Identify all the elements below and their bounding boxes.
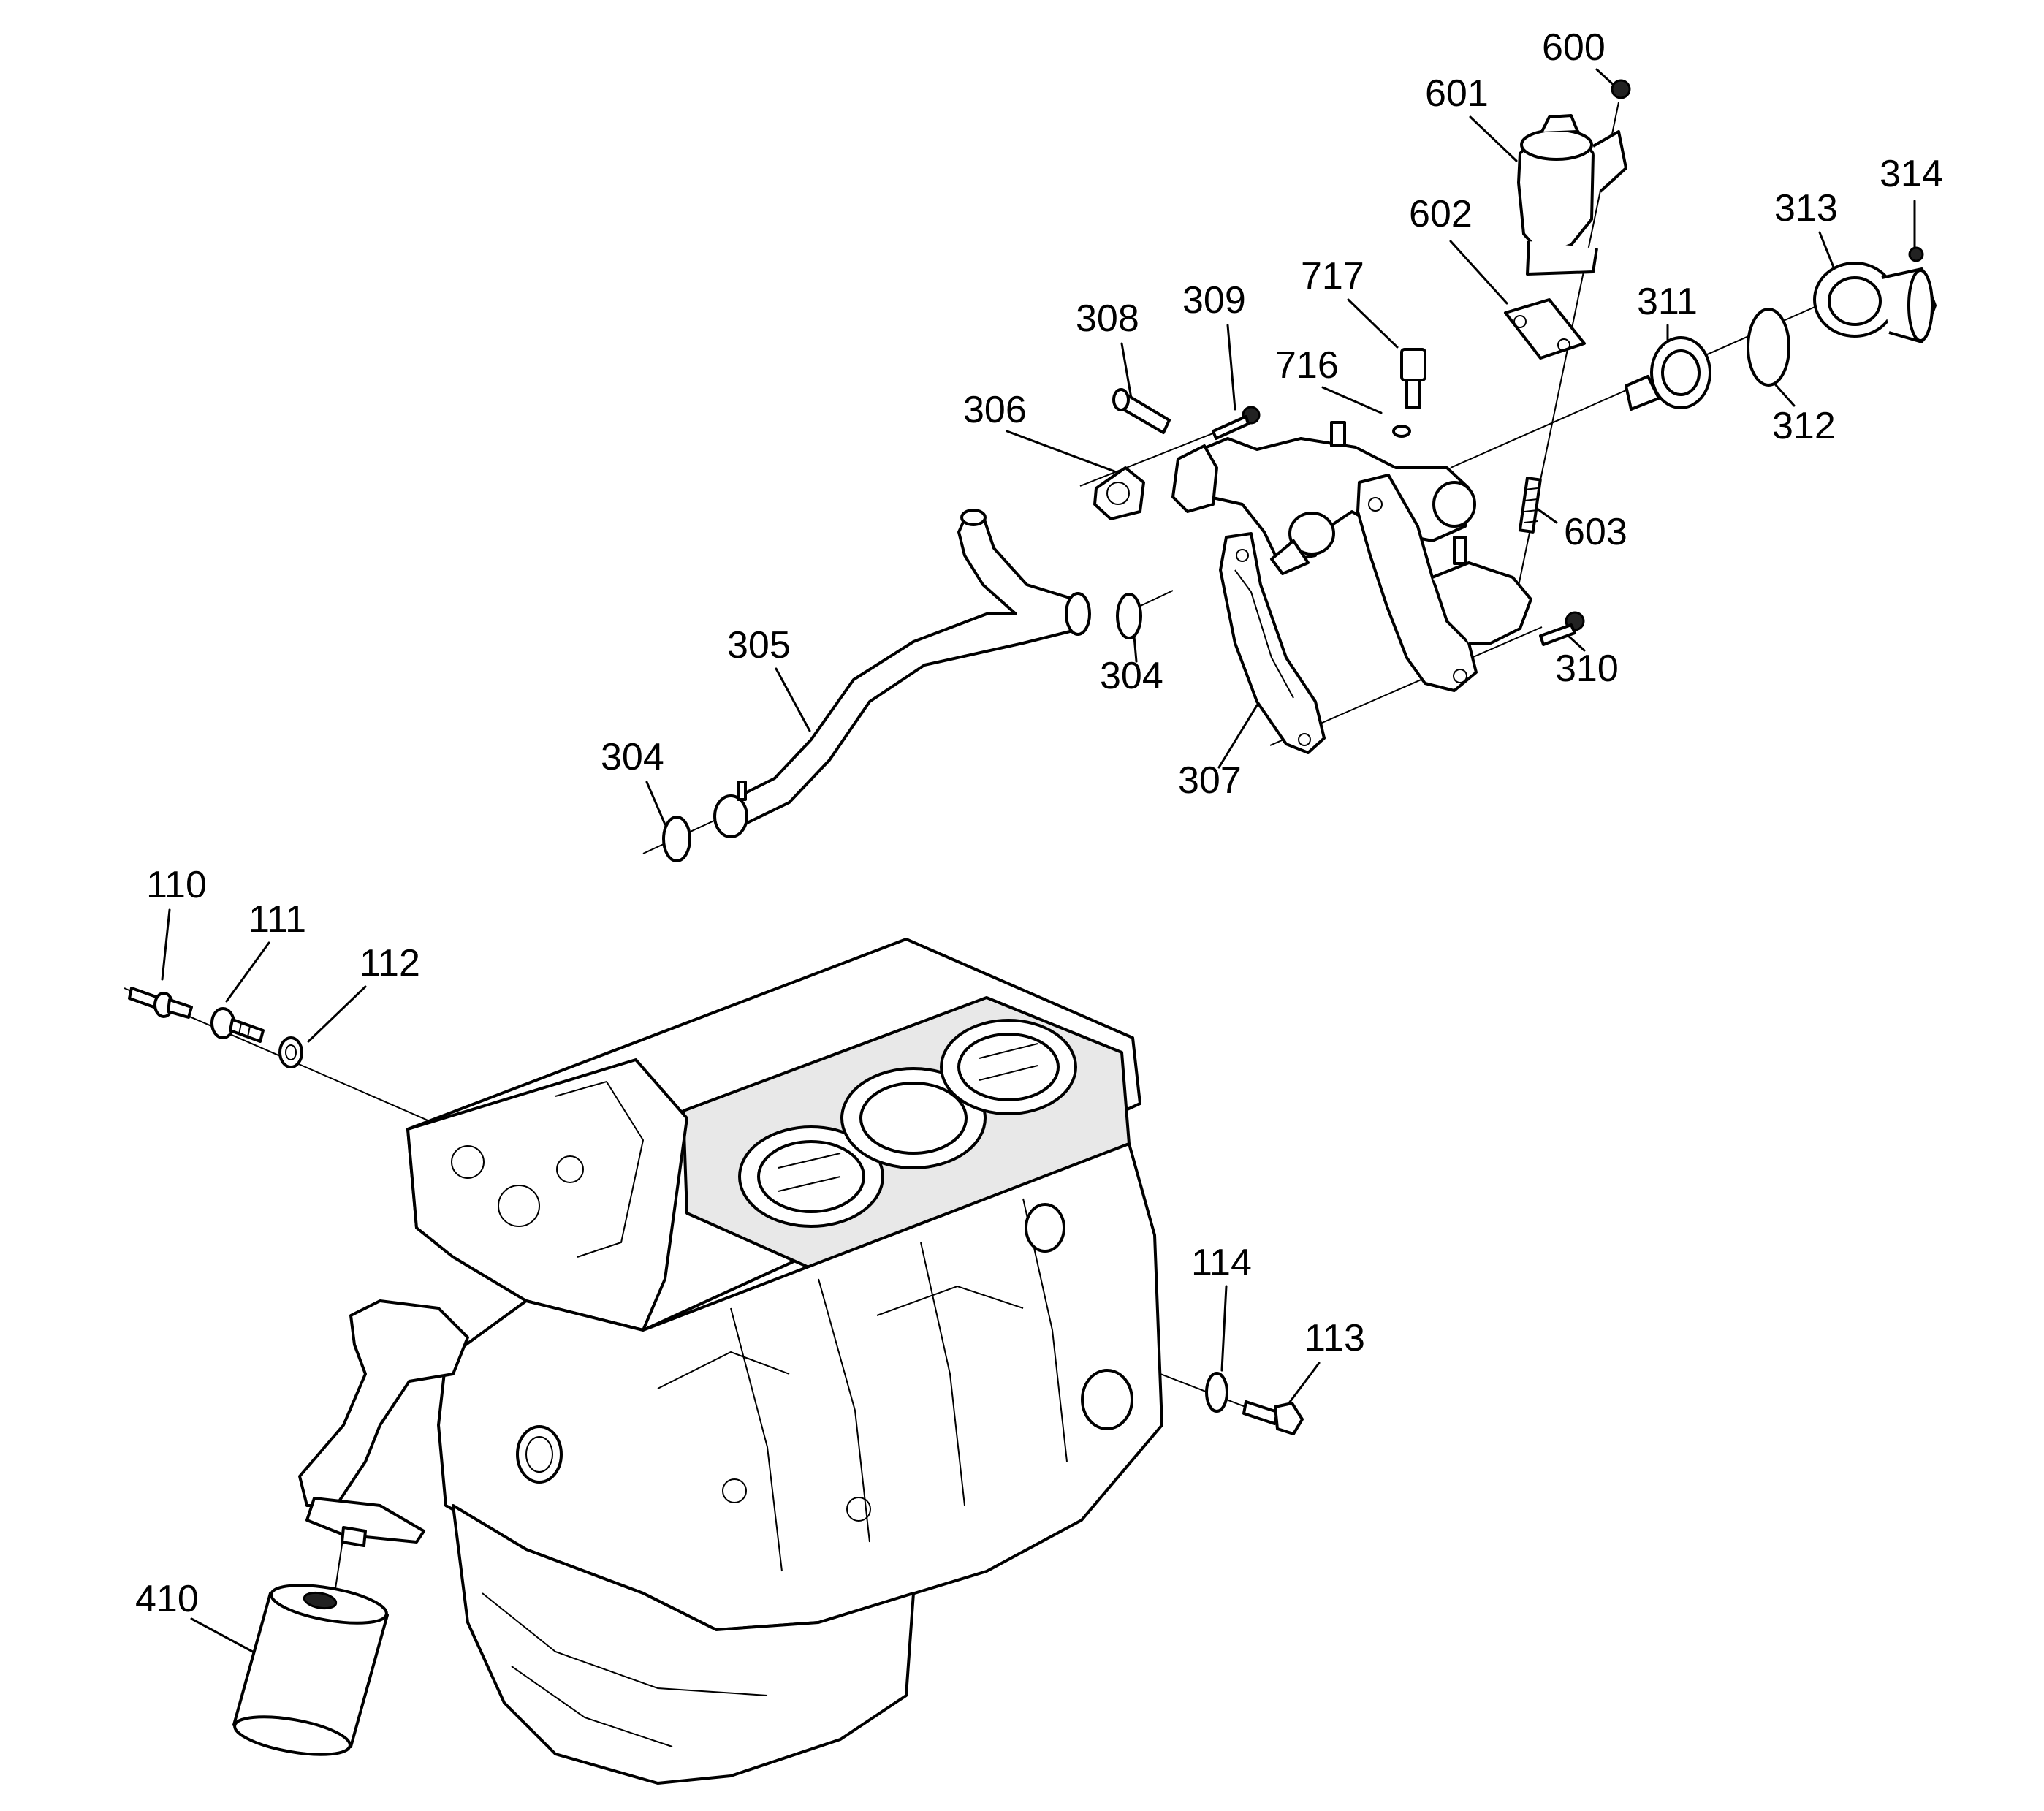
egr-gasket-602	[1504, 298, 1586, 360]
callout-309: 309	[1182, 279, 1246, 322]
callout-304-left: 304	[601, 736, 664, 778]
fastener-111	[210, 1007, 265, 1043]
callout-410: 410	[135, 1578, 199, 1620]
callout-601: 601	[1425, 72, 1489, 115]
callout-311: 311	[1637, 281, 1698, 323]
gasket-307	[1219, 532, 1326, 754]
callout-110: 110	[146, 864, 207, 906]
bolt-314-icon	[1908, 246, 1924, 262]
callout-111: 111	[248, 898, 306, 941]
engine-block	[298, 938, 1163, 1785]
fastener-112	[278, 1036, 303, 1068]
callout-305: 305	[727, 624, 791, 667]
callout-717: 717	[1301, 255, 1364, 297]
callout-labels: 600 601 602 603 314 313 311 312 717 716 …	[135, 26, 1943, 1620]
callout-312: 312	[1772, 405, 1836, 447]
callout-304-right: 304	[1100, 655, 1163, 697]
callout-313: 313	[1774, 187, 1838, 229]
nut-600-icon	[1611, 79, 1631, 99]
callout-314: 314	[1880, 153, 1943, 195]
callout-307: 307	[1178, 759, 1242, 802]
callout-603: 603	[1564, 511, 1627, 553]
callout-716: 716	[1275, 344, 1339, 387]
gasket-304-right-icon	[1116, 593, 1142, 639]
bolt-309	[1212, 406, 1261, 440]
thermostat-311	[1625, 336, 1711, 411]
callout-112: 112	[360, 942, 420, 984]
washer-114	[1205, 1372, 1228, 1413]
callout-306: 306	[963, 389, 1027, 431]
coolant-outlet-housing	[1356, 474, 1585, 692]
bolt-113	[1242, 1400, 1304, 1435]
gasket-306	[1093, 466, 1145, 520]
gasket-304-left-icon	[662, 816, 691, 862]
gasket-312	[1747, 308, 1790, 387]
thermostat-housing-313	[1813, 246, 1937, 343]
egr-valve-601	[1517, 79, 1631, 276]
callout-113: 113	[1304, 1317, 1365, 1359]
callout-602: 602	[1409, 193, 1473, 235]
callout-600: 600	[1542, 26, 1606, 69]
stud-603	[1518, 477, 1542, 534]
leader-lines	[161, 68, 1916, 1657]
fastener-110	[128, 987, 193, 1019]
callout-114: 114	[1191, 1242, 1252, 1284]
sensor-717	[1392, 348, 1426, 438]
coolant-crossover-pipe	[1171, 421, 1476, 575]
callout-308: 308	[1076, 297, 1139, 340]
callout-310: 310	[1555, 648, 1619, 690]
seal-716-icon	[1392, 425, 1411, 438]
oil-filter-410	[232, 1584, 389, 1756]
coolant-pipe-305	[662, 509, 1142, 862]
bolt-308	[1112, 388, 1171, 434]
